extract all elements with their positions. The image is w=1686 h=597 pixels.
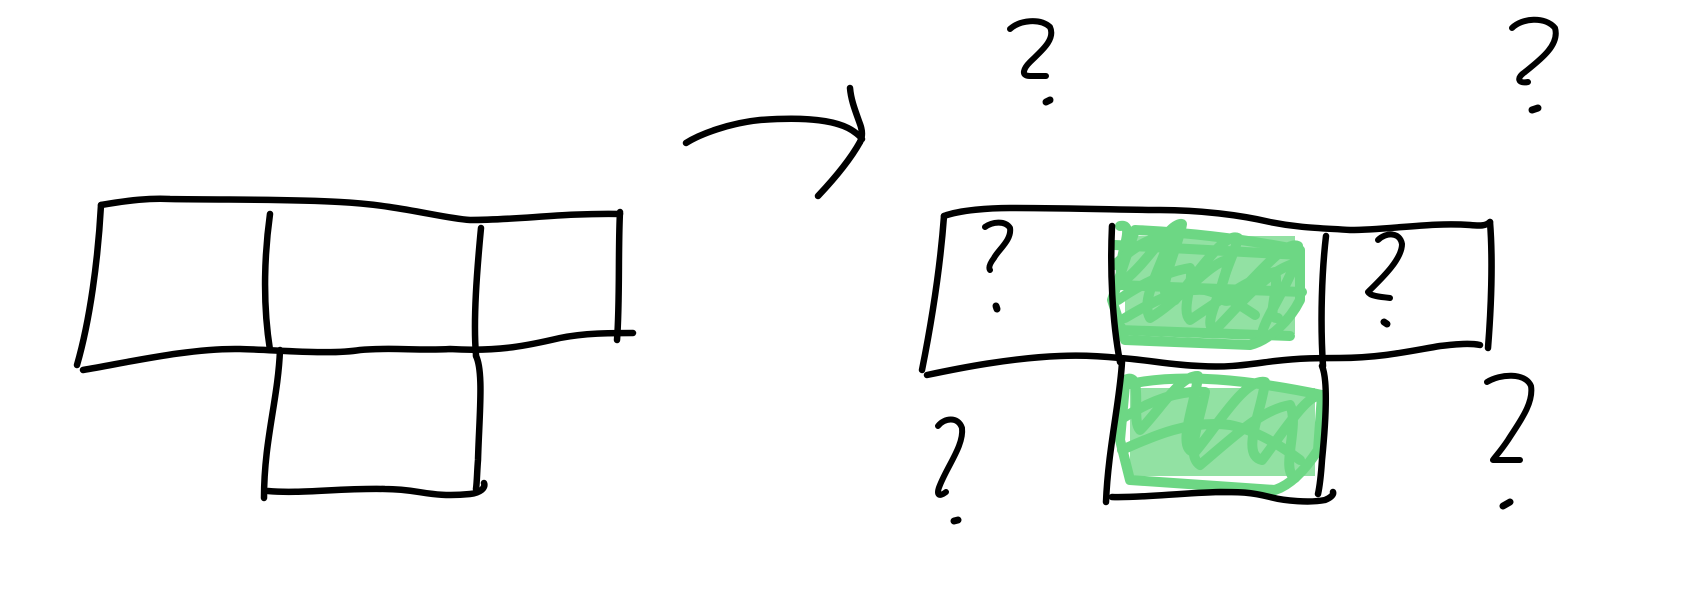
target-bottom-cell-bottom <box>1108 488 1337 505</box>
target-bottom-cell-right <box>1314 362 1329 498</box>
highlight-top-middle <box>1107 219 1307 350</box>
target-divider-left <box>1108 222 1124 366</box>
highlight-bottom-fill <box>1130 388 1315 476</box>
target-middle-edge <box>923 340 1484 379</box>
question-mark-above-right <box>1509 16 1559 114</box>
source-right-edge <box>613 208 624 344</box>
target-bottom-cell-left <box>1102 358 1126 506</box>
question-mark-top-right-cell <box>1365 231 1405 328</box>
target-shape <box>918 16 1559 525</box>
source-divider-right <box>471 224 485 359</box>
highlight-top-middle-fill <box>1125 236 1295 334</box>
question-mark-below-left <box>935 416 966 525</box>
target-divider-right <box>1318 232 1330 370</box>
question-mark-above-left <box>1007 18 1055 106</box>
highlight-bottom <box>1115 371 1327 495</box>
target-left-edge <box>918 212 948 374</box>
source-shape <box>73 195 637 502</box>
question-mark-top-left-cell <box>982 219 1014 313</box>
source-bottom-cell-left <box>260 346 284 502</box>
question-mark-below-right <box>1484 372 1535 510</box>
source-middle-edge <box>79 329 637 374</box>
source-left-edge <box>73 201 105 369</box>
source-top-edge <box>97 195 624 224</box>
source-bottom-cell-right <box>472 352 484 493</box>
source-bottom-cell-bottom <box>264 479 488 499</box>
source-divider-left <box>261 210 274 354</box>
target-right-edge <box>1484 218 1495 352</box>
curved-arrow-icon <box>682 84 866 200</box>
target-top-edge <box>940 204 1494 234</box>
